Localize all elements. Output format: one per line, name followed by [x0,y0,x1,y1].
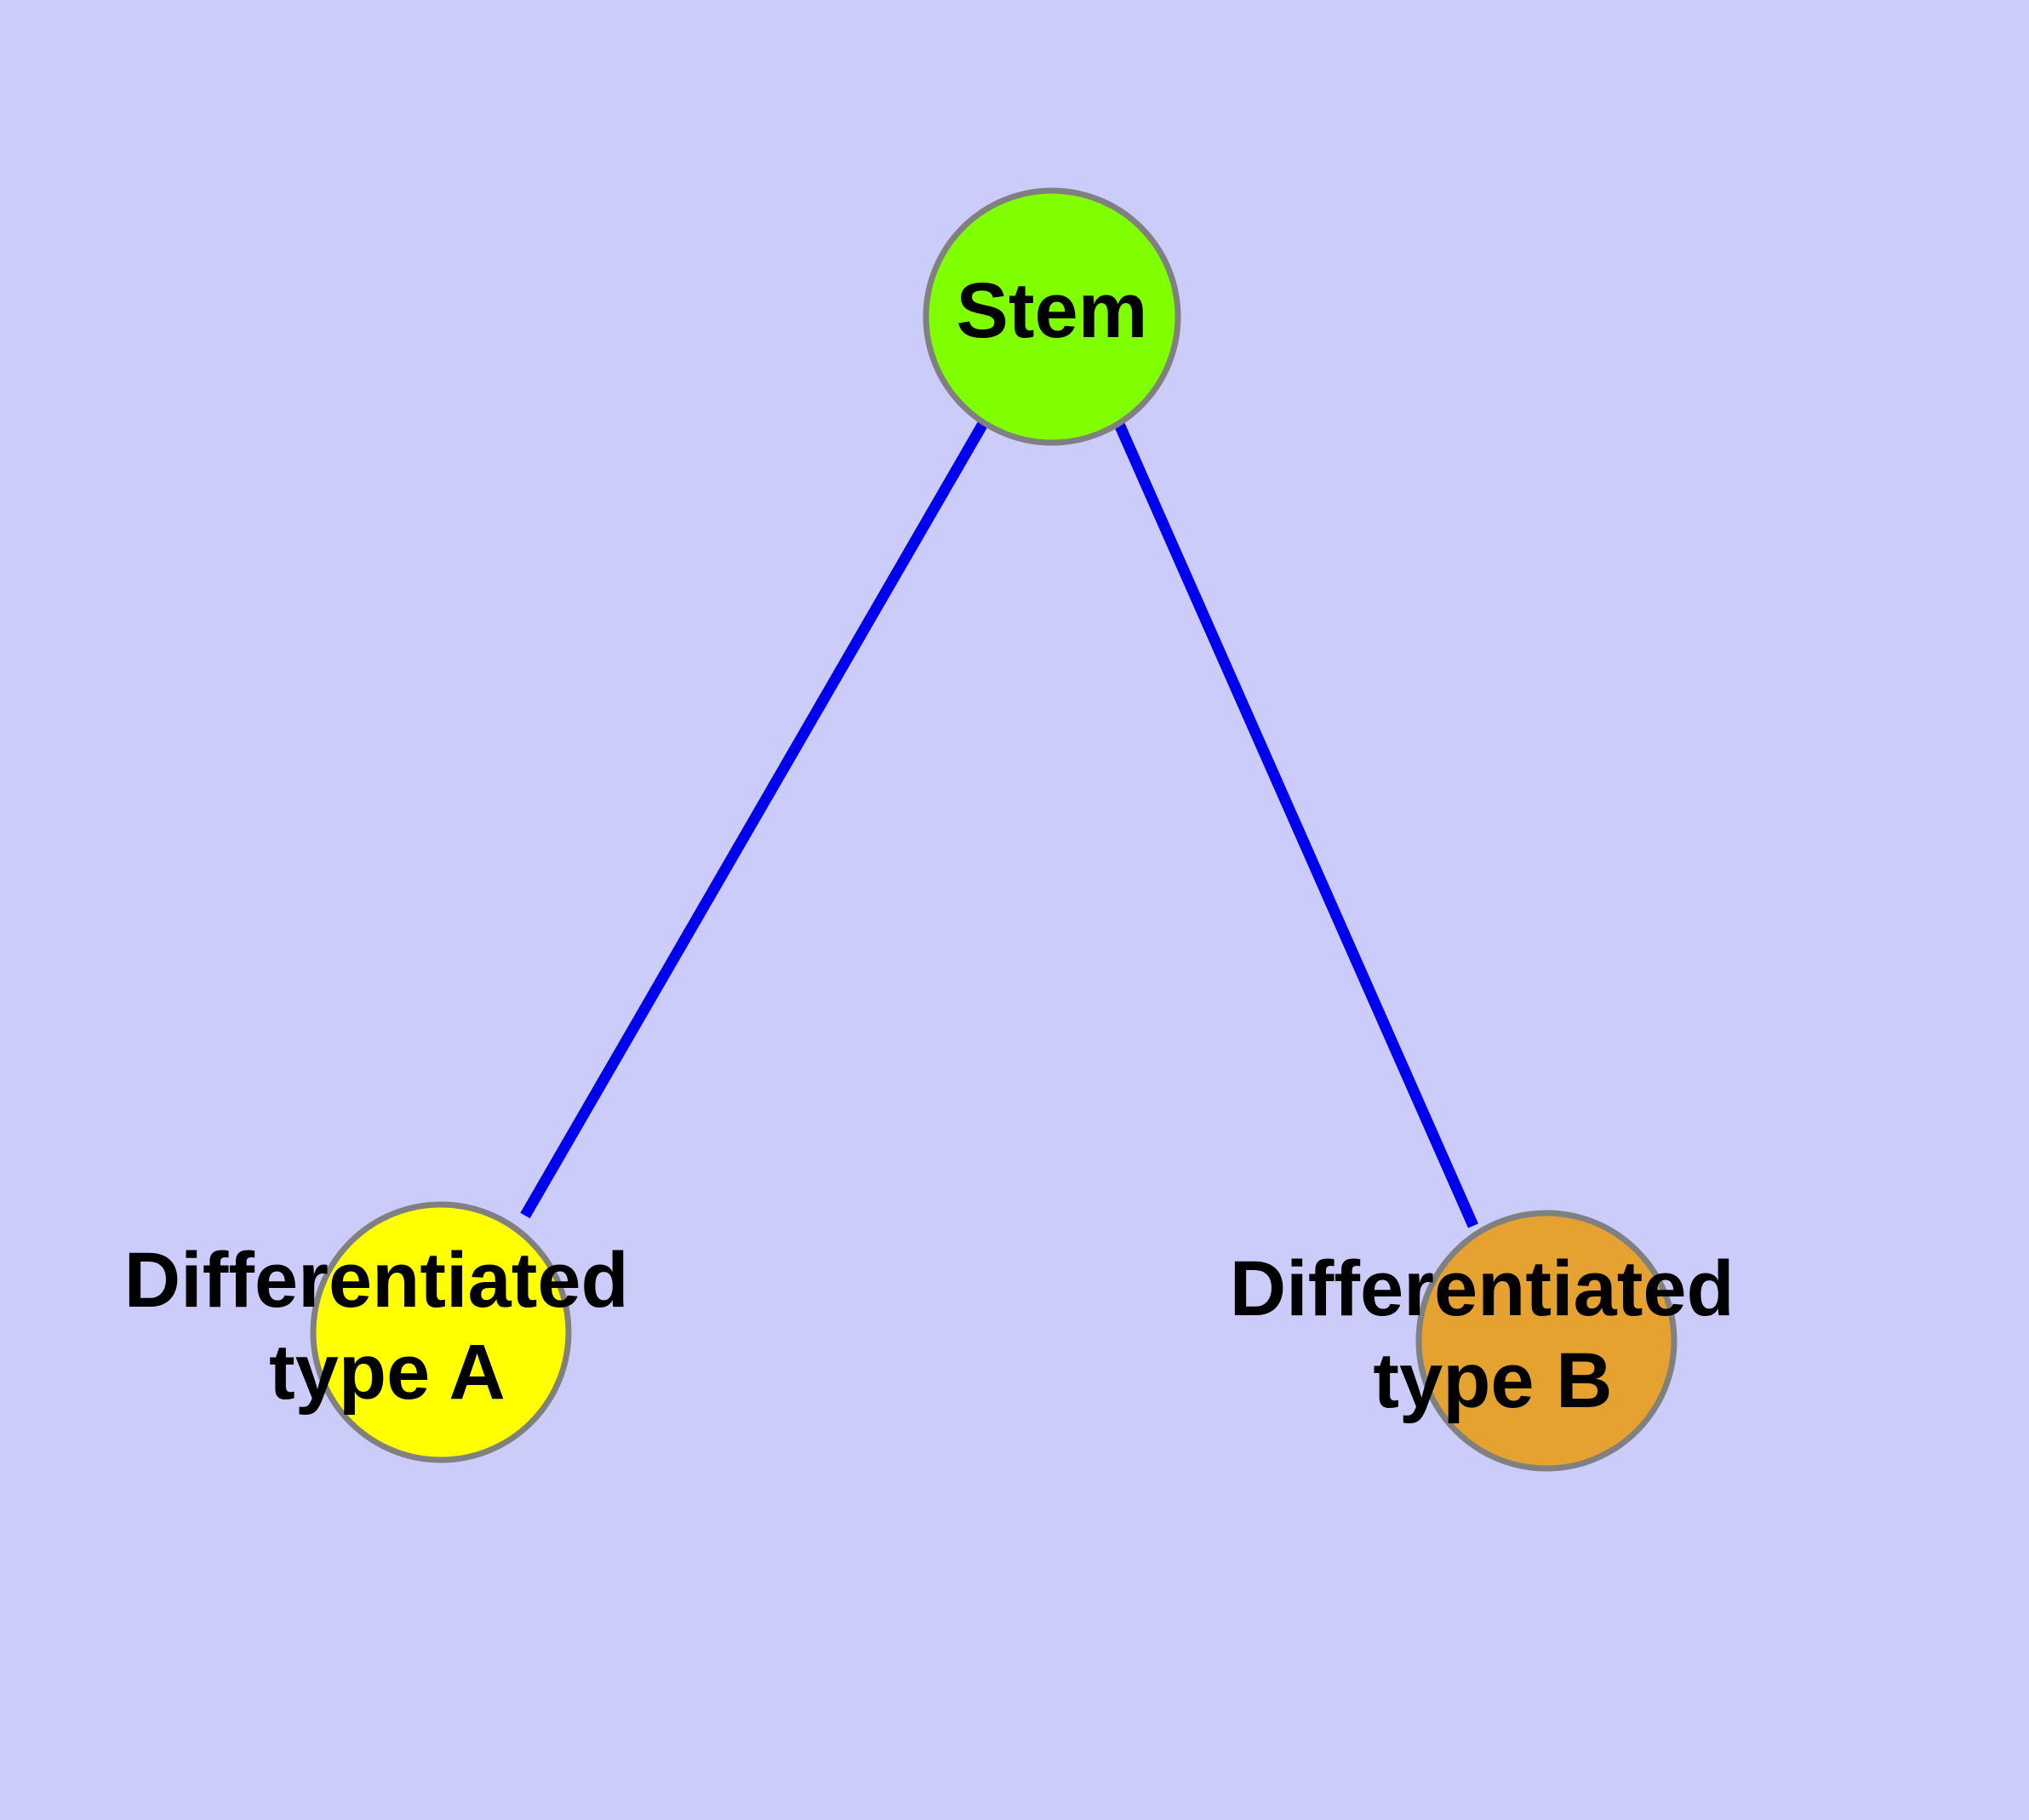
node-differentiated-type-b-circle[interactable] [1415,1210,1677,1472]
nodes-layer: Stem Differentiated type A Differentiate… [124,187,1757,1472]
edge-stem-to-differentiated-type-a[interactable] [520,419,989,1219]
node-differentiated-type-b-label: Differentiated type B [1230,1245,1757,1424]
edges-layer [520,419,1478,1228]
node-differentiated-type-b[interactable]: Differentiated type B [1230,1210,1757,1472]
node-stem-circle[interactable] [923,187,1181,446]
node-stem-label-line-1: Stem [957,267,1148,354]
node-differentiated-type-b-label-line-2: type B [1373,1337,1612,1424]
node-differentiated-type-a[interactable]: Differentiated type A [124,1201,651,1463]
node-differentiated-type-a-label: Differentiated type A [124,1237,651,1416]
node-differentiated-type-b-label-line-1: Differentiated [1230,1245,1735,1332]
node-differentiated-type-a-circle[interactable] [310,1201,572,1463]
node-stem[interactable]: Stem [923,187,1181,446]
node-stem-label: Stem [957,267,1148,354]
node-differentiated-type-a-label-line-2: type A [269,1329,506,1416]
edge-stem-to-differentiated-type-b[interactable] [1113,420,1478,1228]
node-differentiated-type-a-label-line-1: Differentiated [124,1237,629,1324]
